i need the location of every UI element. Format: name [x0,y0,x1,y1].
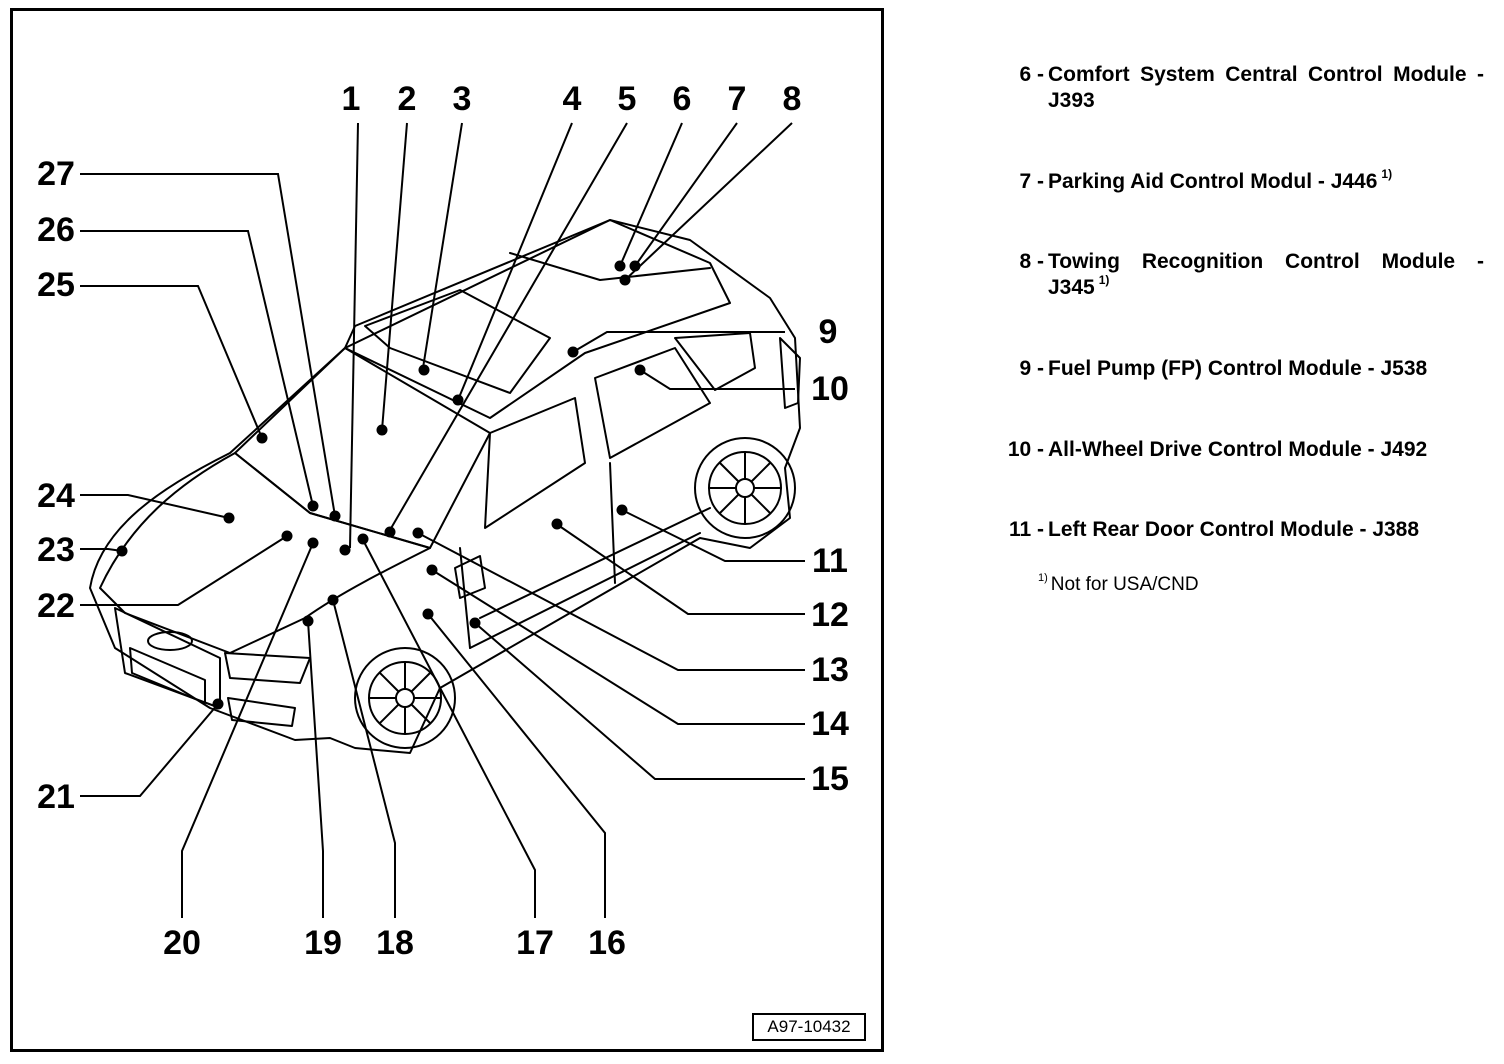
callout-12: 12 [811,596,849,634]
legend-item-11: 11 - Left Rear Door Control Module - J38… [1000,517,1484,543]
callout-dots [116,260,646,710]
callout-23: 23 [37,531,75,569]
callout-6: 6 [673,80,692,118]
legend-number: 8 - [1019,250,1044,273]
callout-26: 26 [37,211,75,249]
legend-item-9: 9 - Fuel Pump (FP) Control Module - J538 [1000,356,1484,382]
callout-15: 15 [811,760,849,798]
callout-11: 11 [812,542,848,580]
legend-item-6: 6 - Comfort System Central Control Modul… [1000,62,1484,114]
callout-16: 16 [588,924,626,962]
callout-21: 21 [37,778,75,816]
callout-20: 20 [163,924,201,962]
callout-18: 18 [376,924,414,962]
legend-number: 10 - [1007,438,1044,461]
callout-1: 1 [342,80,361,118]
callout-10: 10 [811,370,849,408]
callout-24: 24 [37,477,75,515]
footnote-text: Not for USA/CND [1050,574,1199,595]
callout-4: 4 [563,80,582,118]
callout-9: 9 [819,313,838,351]
figure-code: A97-10432 [752,1013,866,1041]
callout-13: 13 [811,651,849,689]
legend-text: Comfort System Central Control Module - … [1048,63,1484,112]
callout-8: 8 [783,80,802,118]
diagram-frame [10,8,884,1052]
callout-14: 14 [811,705,849,743]
callout-22: 22 [37,587,75,625]
callout-27: 27 [37,155,75,193]
callout-2: 2 [398,80,417,118]
legend-text: All-Wheel Drive Control Module - J492 [1048,438,1428,461]
callout-17: 17 [516,924,554,962]
callout-3: 3 [453,80,472,118]
legend-number: 6 - [1019,63,1044,86]
footnote-mark: 1) [1038,571,1048,584]
callout-7: 7 [728,80,747,118]
leader-lines [80,122,805,918]
callout-25: 25 [37,266,75,304]
legend-number: 11 - [1008,518,1044,541]
legend-item-10: 10 - All-Wheel Drive Control Module - J4… [1000,437,1484,463]
legend-text: Towing Recognition Control Module - J345… [1048,250,1484,299]
legend-item-8: 8 - Towing Recognition Control Module - … [1000,249,1484,301]
footnote-ref: 1) [1098,273,1110,287]
callout-5: 5 [618,80,637,118]
footnote-ref: 1) [1381,167,1393,181]
legend-number: 9 - [1019,357,1044,380]
footnote: 1)Not for USA/CND [1038,571,1199,596]
callout-19: 19 [304,924,342,962]
car-illustration [89,219,801,754]
legend-text: Left Rear Door Control Module - J388 [1048,518,1420,541]
vehicle-diagram: 1 2 3 4 5 6 7 8 9 10 11 12 13 14 15 16 1… [37,80,849,962]
callout-numbers: 1 2 3 4 5 6 7 8 9 10 11 12 13 14 15 16 1… [37,80,849,962]
legend-text: Fuel Pump (FP) Control Module - J538 [1048,357,1428,380]
legend-number: 7 - [1019,170,1044,193]
